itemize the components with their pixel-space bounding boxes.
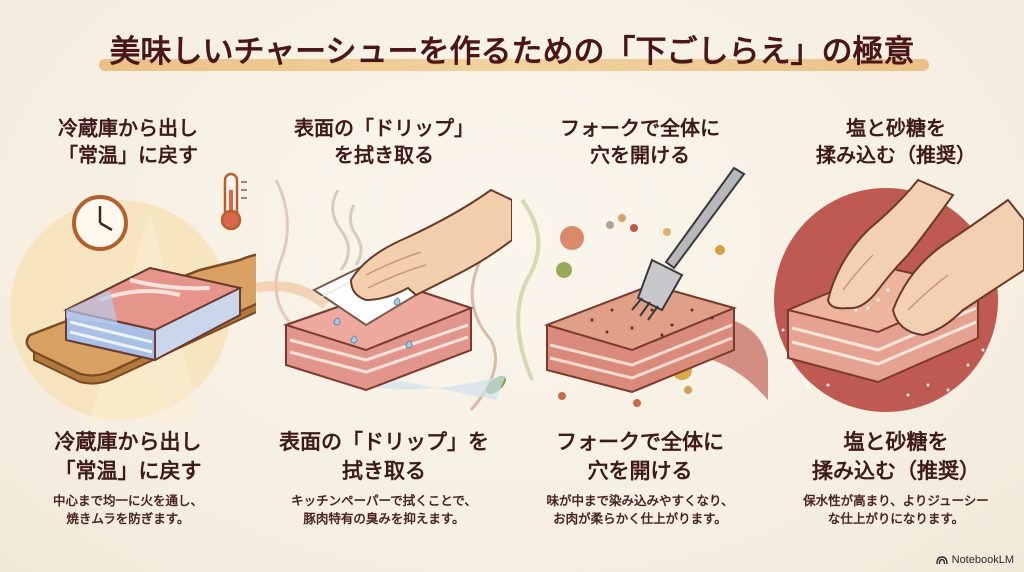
step-description: 中心まで均一に火を通し、 焼きムラを防ぎます。 — [52, 493, 203, 526]
step-heading-top: 塩と砂糖を 揉み込む（推奨） — [816, 116, 976, 167]
hands-icon — [826, 178, 1024, 337]
hand-icon — [349, 188, 512, 302]
step-heading: 表面の「ドリップ」を 拭き取る — [279, 430, 489, 483]
pork-block-pierced — [543, 283, 738, 394]
step-3-illustration — [516, 166, 768, 407]
page-title: 美味しいチャーシューを作るための「下ごしらえ」の極意 — [99, 26, 929, 71]
title-highlight — [99, 59, 929, 71]
step-4-rub-salt-sugar: 塩と砂糖を 揉み込む（推奨） 塩と砂糖を 揉み込む（推奨） 保水 — [768, 0, 1024, 572]
step-heading: フォークで全体に 穴を開ける — [556, 430, 724, 483]
step-3-pierce-fork: フォークで全体に 穴を開ける — [512, 0, 768, 572]
step-heading-top: 表面の「ドリップ」 を拭き取る — [294, 116, 474, 167]
step-heading-top: 冷蔵庫から出し 「常温」に戻す — [58, 116, 198, 167]
notebooklm-watermark: NotebookLM — [935, 554, 1014, 566]
step-2-illustration — [256, 179, 512, 411]
step-2-wipe-drip: 表面の「ドリップ」 を拭き取る — [256, 0, 512, 572]
step-4-illustration — [774, 178, 1024, 412]
step-description: 保水性が高まり、よりジューシー な仕上がりになります。 — [803, 493, 989, 526]
step-1-illustration — [10, 172, 256, 420]
fork-icon — [631, 166, 746, 321]
notebooklm-logo-icon — [935, 556, 948, 565]
step-heading: 冷蔵庫から出し 「常温」に戻す — [54, 430, 202, 483]
title-container: 美味しいチャーシューを作るための「下ごしらえ」の極意 — [0, 26, 1024, 71]
water-drops — [333, 297, 413, 349]
thermometer-icon — [220, 172, 247, 231]
step-description: 味が中まで染み込みやすくなり、 お肉が柔らかく仕上がります。 — [546, 493, 734, 526]
step-heading-top: フォークで全体に 穴を開ける — [560, 116, 720, 167]
clock-icon — [72, 195, 128, 251]
step-heading: 塩と砂糖を 揉み込む（推奨） — [812, 430, 980, 483]
step-description: キッチンペーパーで拭くことで、 豚肉特有の臭みを抑えます。 — [291, 493, 477, 526]
step-1-room-temperature: 冷蔵庫から出し 「常温」に戻す — [0, 0, 256, 572]
pork-block-cold — [63, 266, 243, 362]
